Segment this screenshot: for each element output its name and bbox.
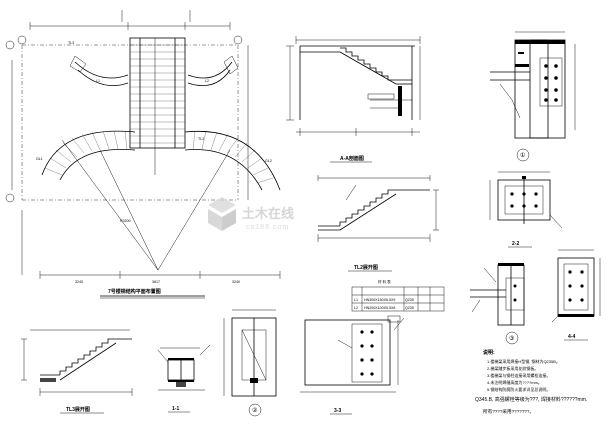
dim-radius: R3200 [120,219,131,223]
watermark-subtext: co188.com [246,224,289,231]
notes-title: 说明: [483,349,495,356]
stair-plan-view: TL3 TL2 L1 L2 GL1 GL2 3240 3617 3240 R32… [5,10,281,299]
note-line-last: 所有????采用???????。 [483,408,534,415]
note-line-q345: Q345.B, 高强螺栓等级为???, 焊接材料??????mm. [475,396,587,403]
note-line-1: 1.楼梯梁采用焊接H型钢, 钢材为Q235B。 [487,358,560,364]
notes-block: 说明: 1.楼梯梁采用焊接H型钢, 钢材为Q235B。 2.梯梁踏步板采用花纹钢… [475,349,587,415]
section-33-view: 3-3 [300,315,405,415]
table-row-1-material: Q235 [405,298,414,302]
section-33-title: 3-3 [334,408,341,414]
table-row-1-mark: L1 [354,298,358,302]
table-row-1-section: HN300X150X6.5X9 [364,298,395,302]
dim-bottom-left: 3240 [75,280,83,284]
material-table: 材 料 表 L1 HN300X150X6.5X9 Q235 L2 HN200X1… [351,279,445,312]
note-line-4: 4.未注明焊缝高度为????mm。 [487,379,542,385]
label-gl2: GL2 [265,159,272,163]
note-line-3: 3.楼梯梁与钢柱连接采用螺栓连接。 [487,372,550,378]
detail-2-title: ② [252,407,258,414]
dim-bottom-mid: 3617 [152,280,160,284]
section-11-view: 1-1 [157,344,211,413]
tl2-title: TL2展开图 [354,264,378,271]
section-44-view: 4-4 [551,249,601,341]
label-l2: L2 [205,79,209,83]
tl3-title: TL3展开图 [66,406,90,413]
section-aa-view: A-A剖面图 [286,36,421,163]
detail-1-view: ① [490,31,576,162]
label-gl1: GL1 [36,157,43,161]
tl2-elevation-view: TL2展开图 [317,175,439,272]
section-11-title: 1-1 [172,406,179,412]
section-44-title: 4-4 [568,334,575,340]
note-line-5: 5.钢结构防腐防火要求详见总说明。 [487,386,550,392]
tl3-elevation-view: TL3展开图 [21,329,133,414]
watermark: 土木在线 co188.com [208,197,294,231]
plan-title: 7号楼梯结构平面布置图 [108,288,161,295]
detail-1-title: ① [520,152,525,159]
section-aa-title: A-A剖面图 [340,155,364,162]
detail-3-title: ③ [509,335,514,342]
dim-bottom-right: 3240 [232,280,240,284]
watermark-logo-icon [208,197,236,231]
label-tl2: TL2 [198,137,204,141]
section-22-view: 2-2 [489,171,563,248]
label-tl3: TL3 [68,41,74,45]
table-row-2-section: HN200X100X5.5X8 [364,306,395,310]
table-row-2-mark: L2 [354,306,358,310]
section-22-title: 2-2 [512,241,519,247]
detail-2-view: ② [223,309,277,417]
label-l1: L1 [96,79,100,83]
detail-3-view: ③ [470,263,525,345]
table-title: 材 料 表 [378,279,391,284]
table-row-2-material: Q235 [405,306,414,310]
note-line-2: 2.梯梁踏步板采用花纹钢板。 [487,365,538,371]
watermark-text: 土木在线 [242,206,294,221]
